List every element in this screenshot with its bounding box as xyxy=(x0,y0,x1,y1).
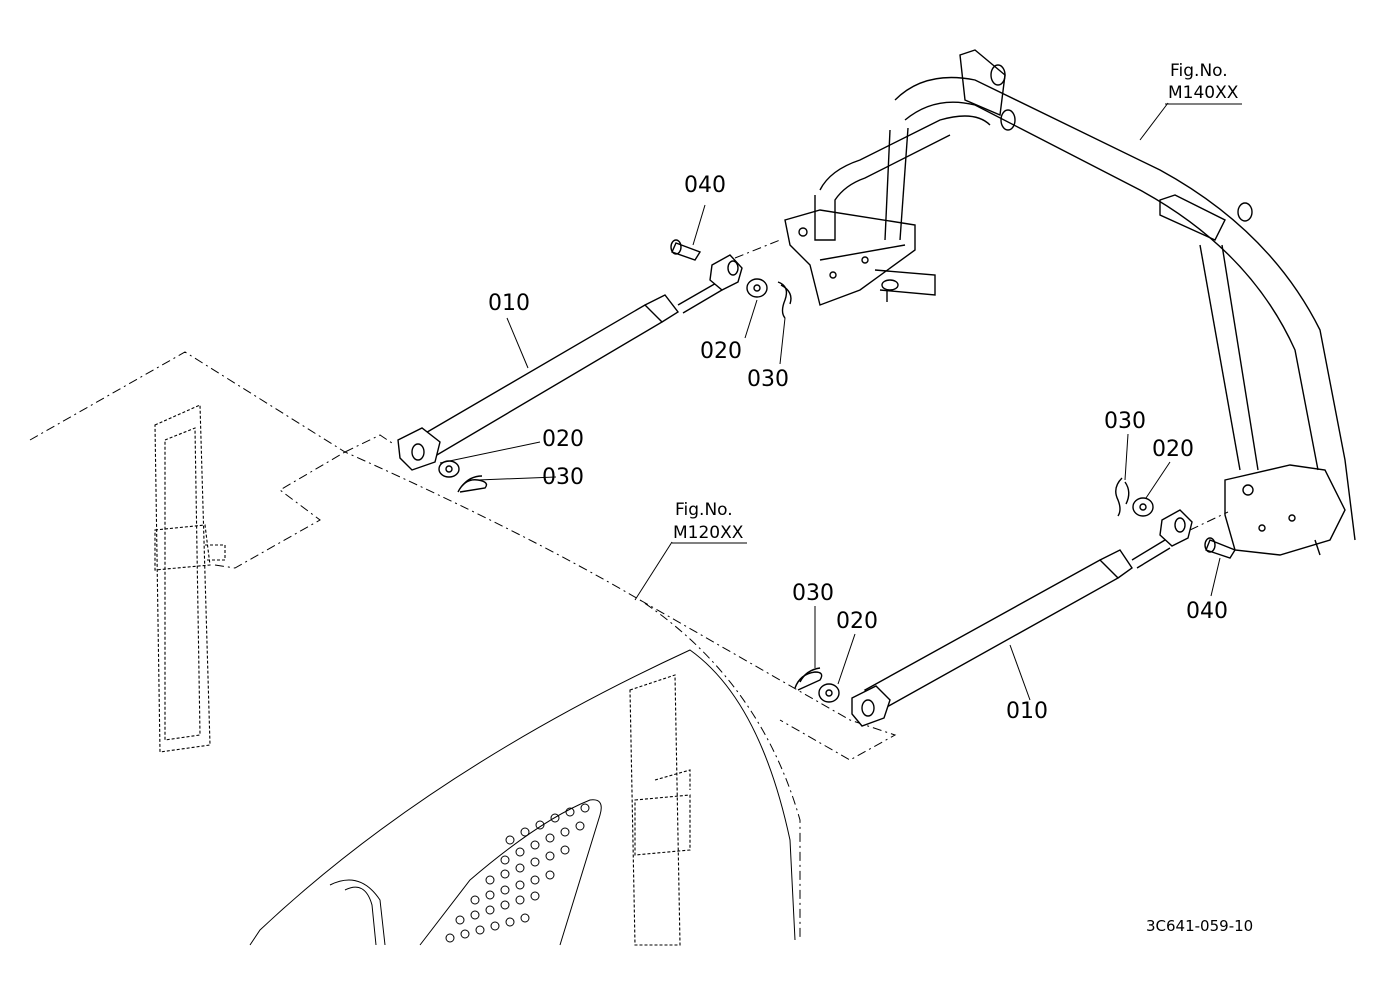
label-010-lower: 010 xyxy=(1006,699,1048,724)
label-030-upper: 030 xyxy=(747,367,789,392)
label-030-upper-left: 030 xyxy=(542,465,584,490)
label-010-upper: 010 xyxy=(488,291,530,316)
leader-lines xyxy=(439,102,1242,701)
gas-strut-lower xyxy=(794,477,1237,727)
label-040-lower: 040 xyxy=(1186,599,1228,624)
fig-ref-body-title: Fig.No. xyxy=(675,500,733,520)
label-020-upper: 020 xyxy=(700,339,742,364)
fig-ref-body-number: M120XX xyxy=(673,523,744,543)
label-030-lower: 030 xyxy=(792,581,834,606)
label-020-lower: 020 xyxy=(836,609,878,634)
label-020-lower-right: 020 xyxy=(1152,437,1194,462)
gas-strut-upper xyxy=(397,239,792,493)
fig-ref-roll-bar-number: M140XX xyxy=(1168,83,1239,103)
drawing-code: 3C641-059-10 xyxy=(1146,917,1253,935)
grille-holes xyxy=(445,803,590,943)
part-labels: 040 010 020 030 020 030 030 020 040 030 … xyxy=(488,173,1228,724)
label-030-lower-right: 030 xyxy=(1104,409,1146,434)
fig-ref-roll-bar-title: Fig.No. xyxy=(1170,61,1228,81)
hood-body xyxy=(29,351,897,946)
roll-bar-frame xyxy=(784,49,1356,556)
label-040-upper: 040 xyxy=(684,173,726,198)
label-020-upper-left: 020 xyxy=(542,427,584,452)
figure-references: Fig.No. M140XX Fig.No. M120XX xyxy=(673,61,1239,543)
